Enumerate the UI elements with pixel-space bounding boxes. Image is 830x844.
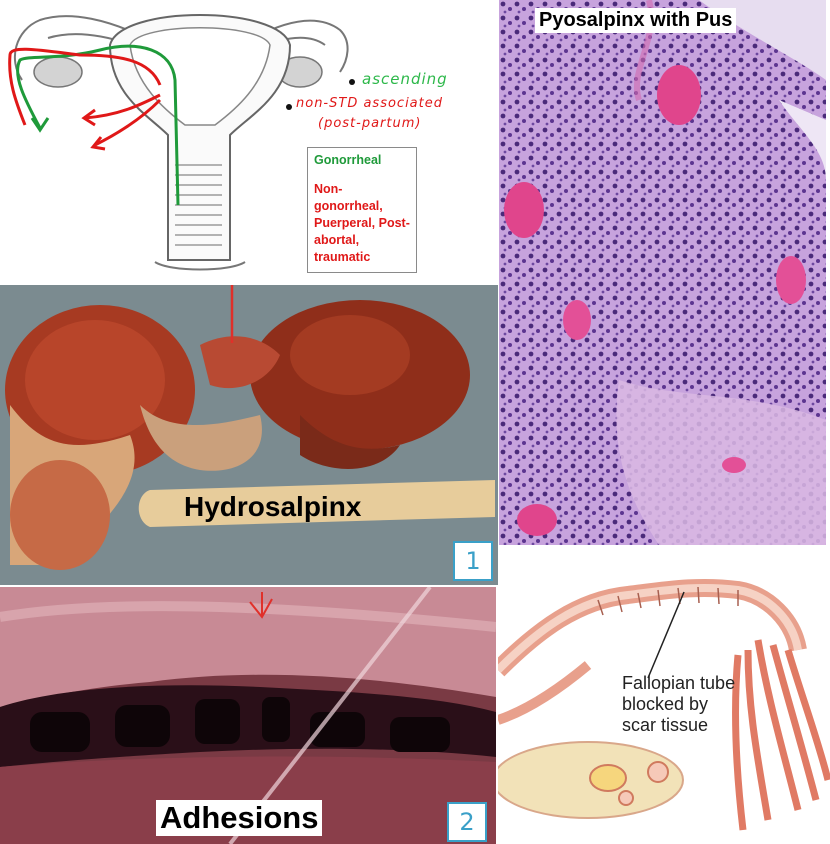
legend-non-gonorrheal: Non-gonorrheal, Puerperal, Post-abortal,… xyxy=(314,182,410,264)
adhesions-caption: Adhesions xyxy=(156,800,323,836)
pyosalpinx-caption: Pyosalpinx with Pus xyxy=(535,8,737,33)
diagram-legend: Gonorrheal Non-gonorrheal, Puerperal, Po… xyxy=(307,147,417,273)
legend-gonorrheal: Gonorrheal xyxy=(314,153,382,167)
note-non-std-line1: non-STD associated xyxy=(296,96,443,111)
adhesions-photo: Adhesions 2 xyxy=(0,587,496,844)
note-non-std-line2: (post-partum) xyxy=(318,116,422,131)
pyosalpinx-histology-image: Pyosalpinx with Pus xyxy=(499,0,826,545)
blocked-tube-label-line2: blocked by xyxy=(622,694,709,714)
blocked-tube-illustration: Fallopian tube blocked by scar tissue xyxy=(498,560,830,844)
hydrosalpinx-photo: Hydrosalpinx 1 xyxy=(0,285,498,585)
note-ascending: ascending xyxy=(362,70,448,88)
histology-texture xyxy=(499,0,826,545)
blocked-tube-label-line1: Fallopian tube xyxy=(622,673,736,693)
uterus-diagram-panel: ascending non-STD associated (post-partu… xyxy=(0,0,496,285)
adhesions-scene xyxy=(0,587,496,844)
tube-drawing xyxy=(498,578,830,831)
blocked-tube-label: Fallopian tube blocked by scar tissue xyxy=(622,673,762,736)
hydrosalpinx-specimen xyxy=(0,285,498,585)
figure-number-badge: 2 xyxy=(447,802,487,842)
figure-number-badge: 1 xyxy=(453,541,493,581)
hydrosalpinx-caption: Hydrosalpinx xyxy=(184,491,362,522)
uterus-drawing xyxy=(8,14,355,271)
blocked-tube-label-line3: scar tissue xyxy=(622,715,709,735)
